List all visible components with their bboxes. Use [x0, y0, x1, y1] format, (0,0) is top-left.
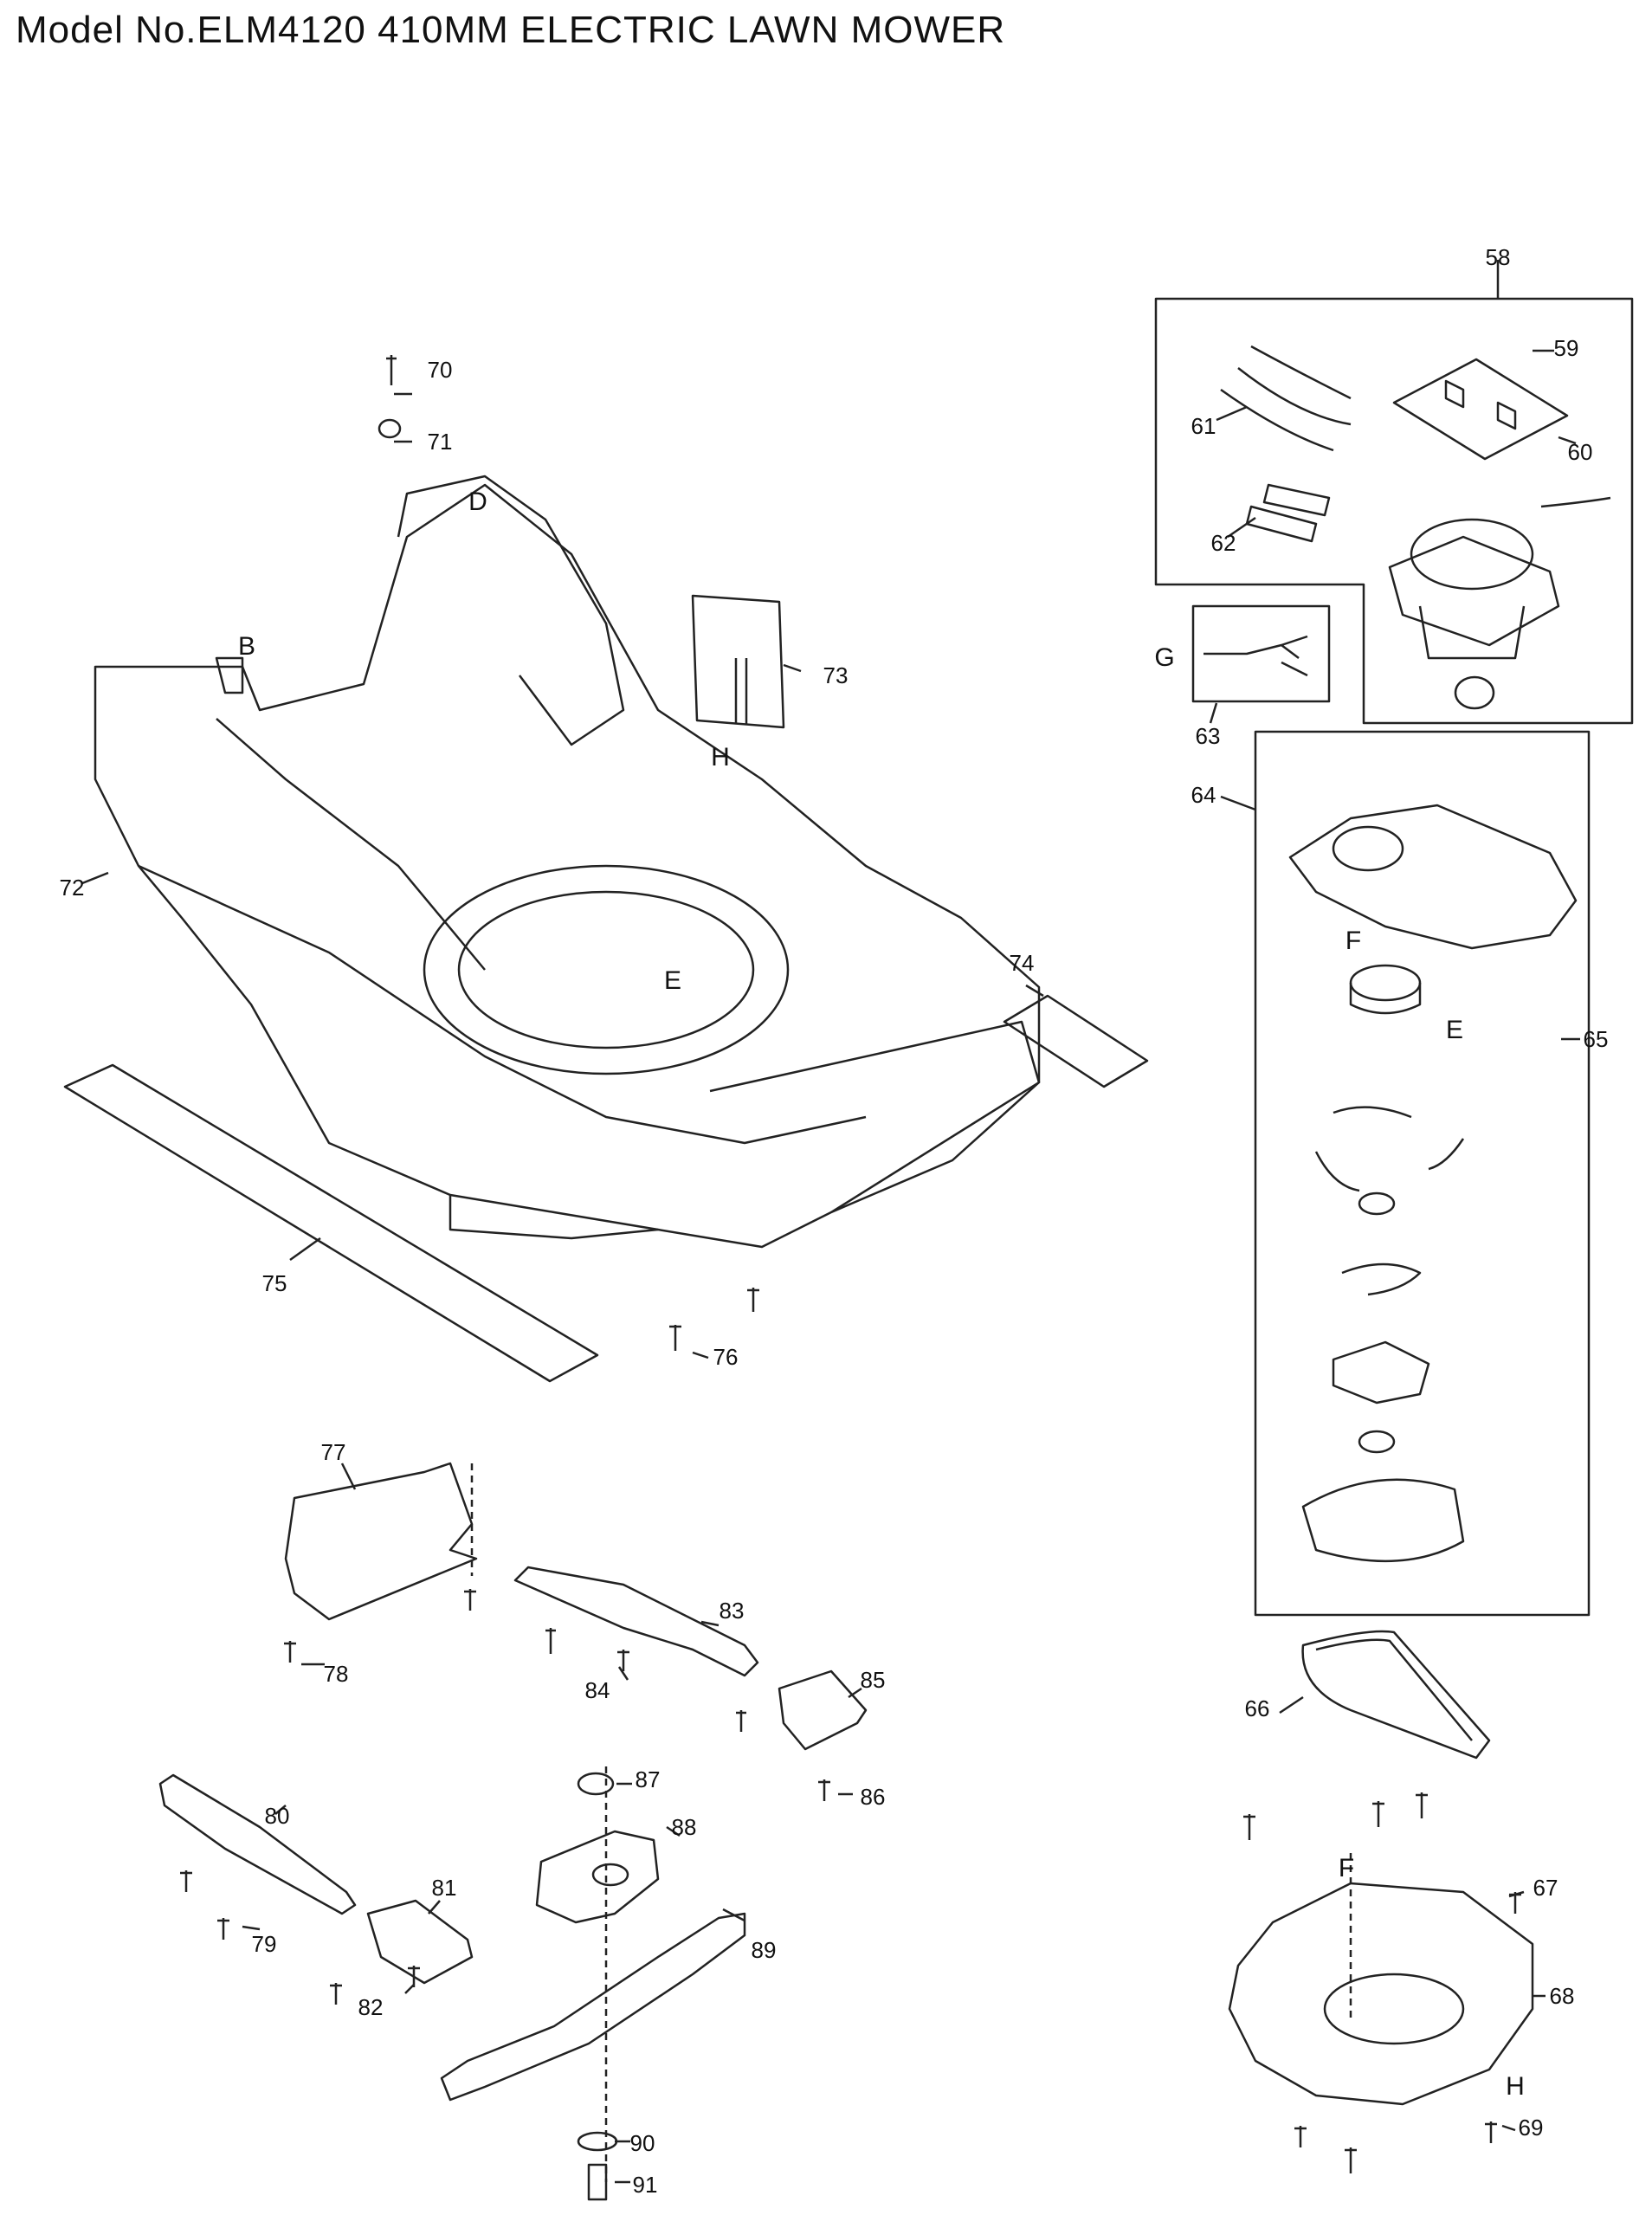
part-label-81: 81	[431, 1875, 457, 1901]
part-label-64: 64	[1191, 782, 1216, 808]
reference-h-housing: H	[1506, 2072, 1525, 2101]
part-label-83: 83	[719, 1598, 745, 1624]
part-label-62: 62	[1210, 530, 1236, 556]
part-label-75: 75	[261, 1270, 287, 1296]
part-label-78: 78	[323, 1661, 349, 1687]
part-label-60: 60	[1567, 439, 1593, 465]
filter-74	[1003, 994, 1149, 1088]
deck-housing	[94, 475, 1041, 1249]
part-label-82: 82	[358, 1994, 384, 2020]
part-label-79: 79	[251, 1931, 277, 1957]
part-label-86: 86	[860, 1784, 886, 1810]
part-77	[284, 1462, 478, 1621]
reference-e-deck: E	[663, 966, 682, 995]
part-label-91: 91	[632, 2172, 658, 2198]
reference-f-housing: F	[1338, 1854, 1355, 1882]
reference-f-case: F	[1345, 927, 1362, 955]
part-label-76: 76	[713, 1344, 739, 1370]
belt-66	[1301, 1630, 1491, 1760]
lower-housing-68	[1228, 1853, 1534, 2106]
part-label-61: 61	[1191, 413, 1216, 439]
part-label-58: 58	[1485, 244, 1511, 270]
reference-b: B	[237, 632, 256, 661]
part-label-71: 71	[427, 429, 453, 455]
part-label-67: 67	[1533, 1875, 1558, 1901]
part-label-63: 63	[1195, 723, 1221, 749]
reference-h-deck: H	[711, 743, 730, 772]
part-label-72: 72	[59, 875, 85, 901]
part-label-68: 68	[1549, 1983, 1575, 2009]
part-label-87: 87	[635, 1766, 661, 1792]
part-label-84: 84	[584, 1677, 610, 1703]
part-label-74: 74	[1009, 950, 1035, 976]
part-label-73: 73	[823, 662, 849, 688]
diagram-title: Model No.ELM4120 410MM ELECTRIC LAWN MOW…	[16, 9, 1006, 51]
part-label-90: 90	[629, 2130, 655, 2156]
part-label-59: 59	[1553, 335, 1579, 361]
part-label-66: 66	[1244, 1695, 1270, 1721]
harness-63	[1191, 604, 1331, 703]
part-label-70: 70	[427, 357, 453, 383]
strip-75	[63, 1063, 599, 1383]
part-label-69: 69	[1518, 2115, 1544, 2141]
reference-g: G	[1154, 643, 1175, 672]
part-label-80: 80	[264, 1803, 290, 1829]
part-label-85: 85	[860, 1667, 886, 1693]
part-label-89: 89	[751, 1937, 777, 1963]
part-label-65: 65	[1583, 1026, 1609, 1052]
gear-case-64	[1254, 730, 1591, 1617]
reference-d: D	[468, 488, 487, 516]
motor-kit-58	[1154, 297, 1634, 725]
filter-73	[691, 594, 785, 729]
part-label-77: 77	[320, 1439, 346, 1465]
part-label-88: 88	[671, 1814, 697, 1840]
reference-e-case: E	[1445, 1016, 1464, 1044]
